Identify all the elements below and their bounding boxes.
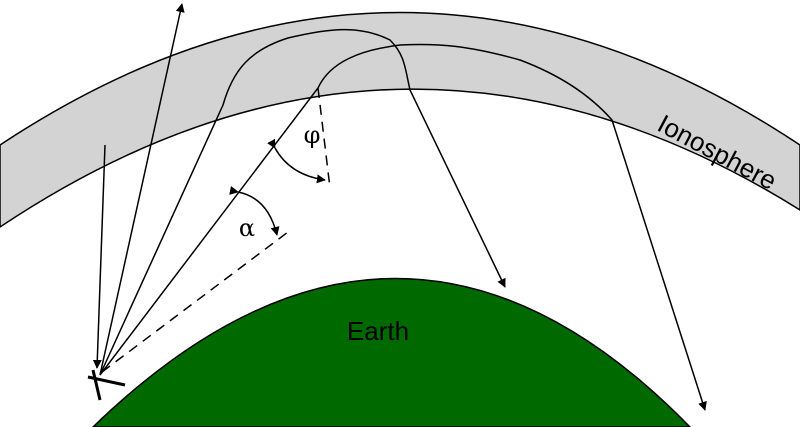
reflected-ray-2 (99, 43, 707, 411)
escaping-ray (99, 3, 185, 376)
earth-label: Earth (347, 316, 409, 346)
horizon-reference-line (101, 231, 289, 373)
alpha-angle-arc (229, 185, 280, 236)
reflected-ray-1 (99, 28, 506, 376)
earth-dome (91, 277, 692, 427)
phi-label: φ (304, 121, 321, 149)
ionosphere-band (0, 11, 800, 228)
phi-angle-arc (267, 138, 326, 184)
alpha-label: α (239, 214, 255, 242)
return-ray (92, 144, 106, 369)
antenna-icon (87, 369, 126, 401)
